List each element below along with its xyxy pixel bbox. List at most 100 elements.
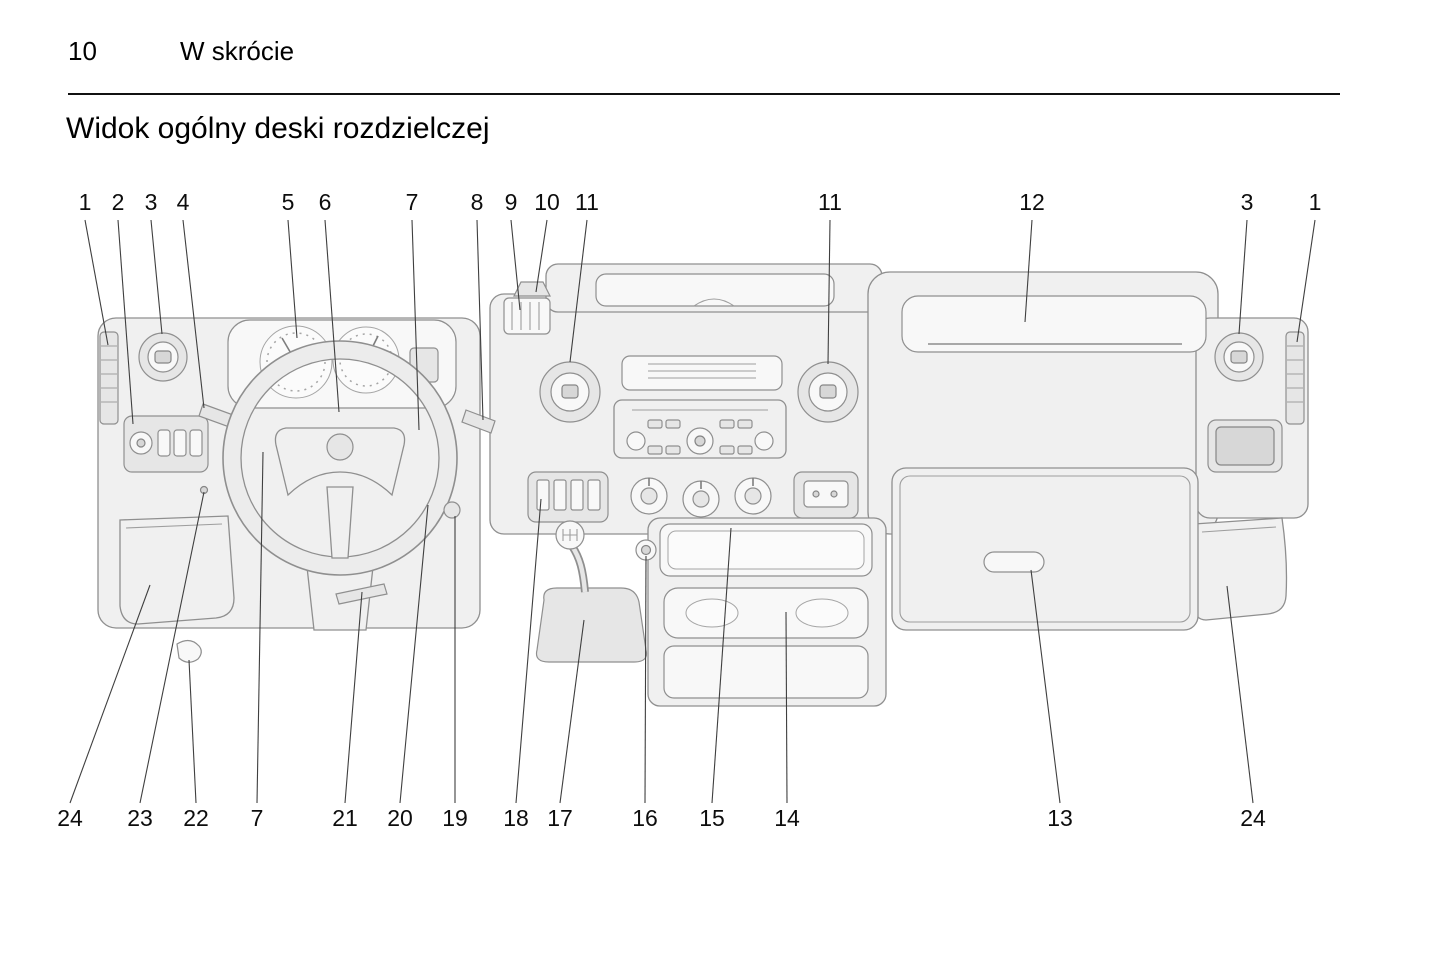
leader-line (150, 219, 163, 335)
callout-number: 13 (1047, 805, 1073, 831)
leader-line (256, 451, 264, 804)
leader-line (344, 591, 363, 804)
callout-number: 11 (818, 189, 842, 215)
center-left-air-vent (539, 361, 601, 423)
callout-number: 3 (1241, 189, 1254, 215)
callout-number: 15 (699, 805, 725, 831)
console-storage-bin (663, 645, 869, 699)
switch-panel-left (527, 471, 609, 523)
driver-air-vent (138, 332, 188, 382)
leader-line (188, 659, 197, 804)
defroster-vent (503, 297, 551, 335)
right-bin-inner-line (1201, 526, 1277, 533)
callout-number: 10 (534, 189, 560, 215)
page-heading: Widok ogólny deski rozdzielczej (66, 112, 490, 145)
side-window-vent (513, 281, 551, 297)
leader-line (535, 219, 548, 293)
section-title: W skrócie (180, 36, 295, 66)
callout-numbers-bottom: 24 23 22 7 21 20 19 18 17 16 15 14 13 24 (57, 805, 1266, 831)
right-side-air-vent (1285, 331, 1305, 425)
callout-number: 19 (442, 805, 468, 831)
dash-top-tray (595, 273, 835, 307)
center-speaker-grille (621, 355, 783, 391)
leader-line (139, 491, 205, 804)
radio (613, 399, 787, 459)
left-storage-bin (119, 515, 235, 625)
steering-wheel (222, 340, 458, 576)
leader-line (324, 219, 340, 413)
steering-wheel-spoke (326, 486, 354, 559)
callout-number: 6 (319, 189, 332, 215)
callout-number: 20 (387, 805, 413, 831)
leader-line (827, 219, 831, 365)
center-right-air-vent (797, 361, 859, 423)
leader-line (69, 584, 151, 804)
steering-wheel-hub (274, 427, 406, 497)
passenger-air-vent (1214, 332, 1264, 382)
callout-number: 8 (471, 189, 484, 215)
page-number: 10 (68, 36, 97, 66)
climate-control-knobs (630, 477, 772, 518)
leader-line (785, 611, 788, 804)
dashboard-illustration (97, 263, 1309, 707)
gear-lever-boot (535, 587, 648, 663)
wiper-stalk (461, 409, 496, 434)
callout-number: 11 (575, 189, 599, 215)
callout-number: 1 (79, 189, 92, 215)
callout-number: 9 (505, 189, 518, 215)
left-side-air-vent (99, 331, 119, 425)
leader-line (515, 498, 542, 804)
callout-number: 21 (332, 805, 358, 831)
callout-number: 24 (1240, 805, 1266, 831)
left-bin-inner-line (125, 523, 223, 529)
cup-holder-tray (663, 587, 869, 639)
right-pocket (1207, 419, 1283, 473)
callout-numbers-top: 1 2 3 4 5 6 7 8 9 10 11 11 12 3 1 (79, 189, 1322, 215)
leader-line (287, 219, 298, 339)
callout-number: 23 (127, 805, 153, 831)
glovebox-handle (983, 551, 1045, 573)
callout-number: 17 (547, 805, 573, 831)
leader-line (1238, 219, 1248, 335)
leader-line (644, 555, 647, 804)
leader-line (559, 619, 585, 804)
light-switch-panel (123, 415, 209, 473)
callout-number: 22 (183, 805, 209, 831)
leader-line (569, 219, 588, 363)
callout-number: 24 (57, 805, 83, 831)
leader-line (1030, 569, 1061, 804)
callout-number: 7 (406, 189, 419, 215)
callout-number: 2 (112, 189, 125, 215)
gear-lever (535, 520, 648, 663)
leader-line (117, 219, 134, 425)
switch-panel-right (793, 471, 859, 519)
ignition-switch (443, 501, 461, 519)
leader-line (1296, 219, 1316, 343)
callout-number: 18 (503, 805, 529, 831)
leader-line (476, 219, 484, 421)
leader-line (399, 504, 429, 804)
callout-number: 1 (1309, 189, 1322, 215)
callout-number: 5 (282, 189, 295, 215)
callout-number: 12 (1019, 189, 1045, 215)
callout-number: 3 (145, 189, 158, 215)
right-storage-bin (1193, 517, 1288, 621)
leader-line (182, 219, 205, 409)
callout-number: 16 (632, 805, 658, 831)
callout-number: 4 (177, 189, 190, 215)
bonnet-release-lever (176, 639, 202, 663)
leader-line (711, 527, 732, 804)
leader-lines (69, 219, 1316, 804)
horn-button (326, 433, 354, 461)
leader-line (84, 219, 109, 346)
leader-line (411, 219, 420, 431)
leader-line (510, 219, 521, 311)
console-tray (659, 523, 873, 577)
leader-line (1024, 219, 1033, 323)
leader-line (1226, 585, 1254, 804)
header-rule (68, 93, 1340, 95)
glovebox (891, 467, 1199, 631)
callout-number: 7 (251, 805, 264, 831)
callout-number: 14 (774, 805, 800, 831)
